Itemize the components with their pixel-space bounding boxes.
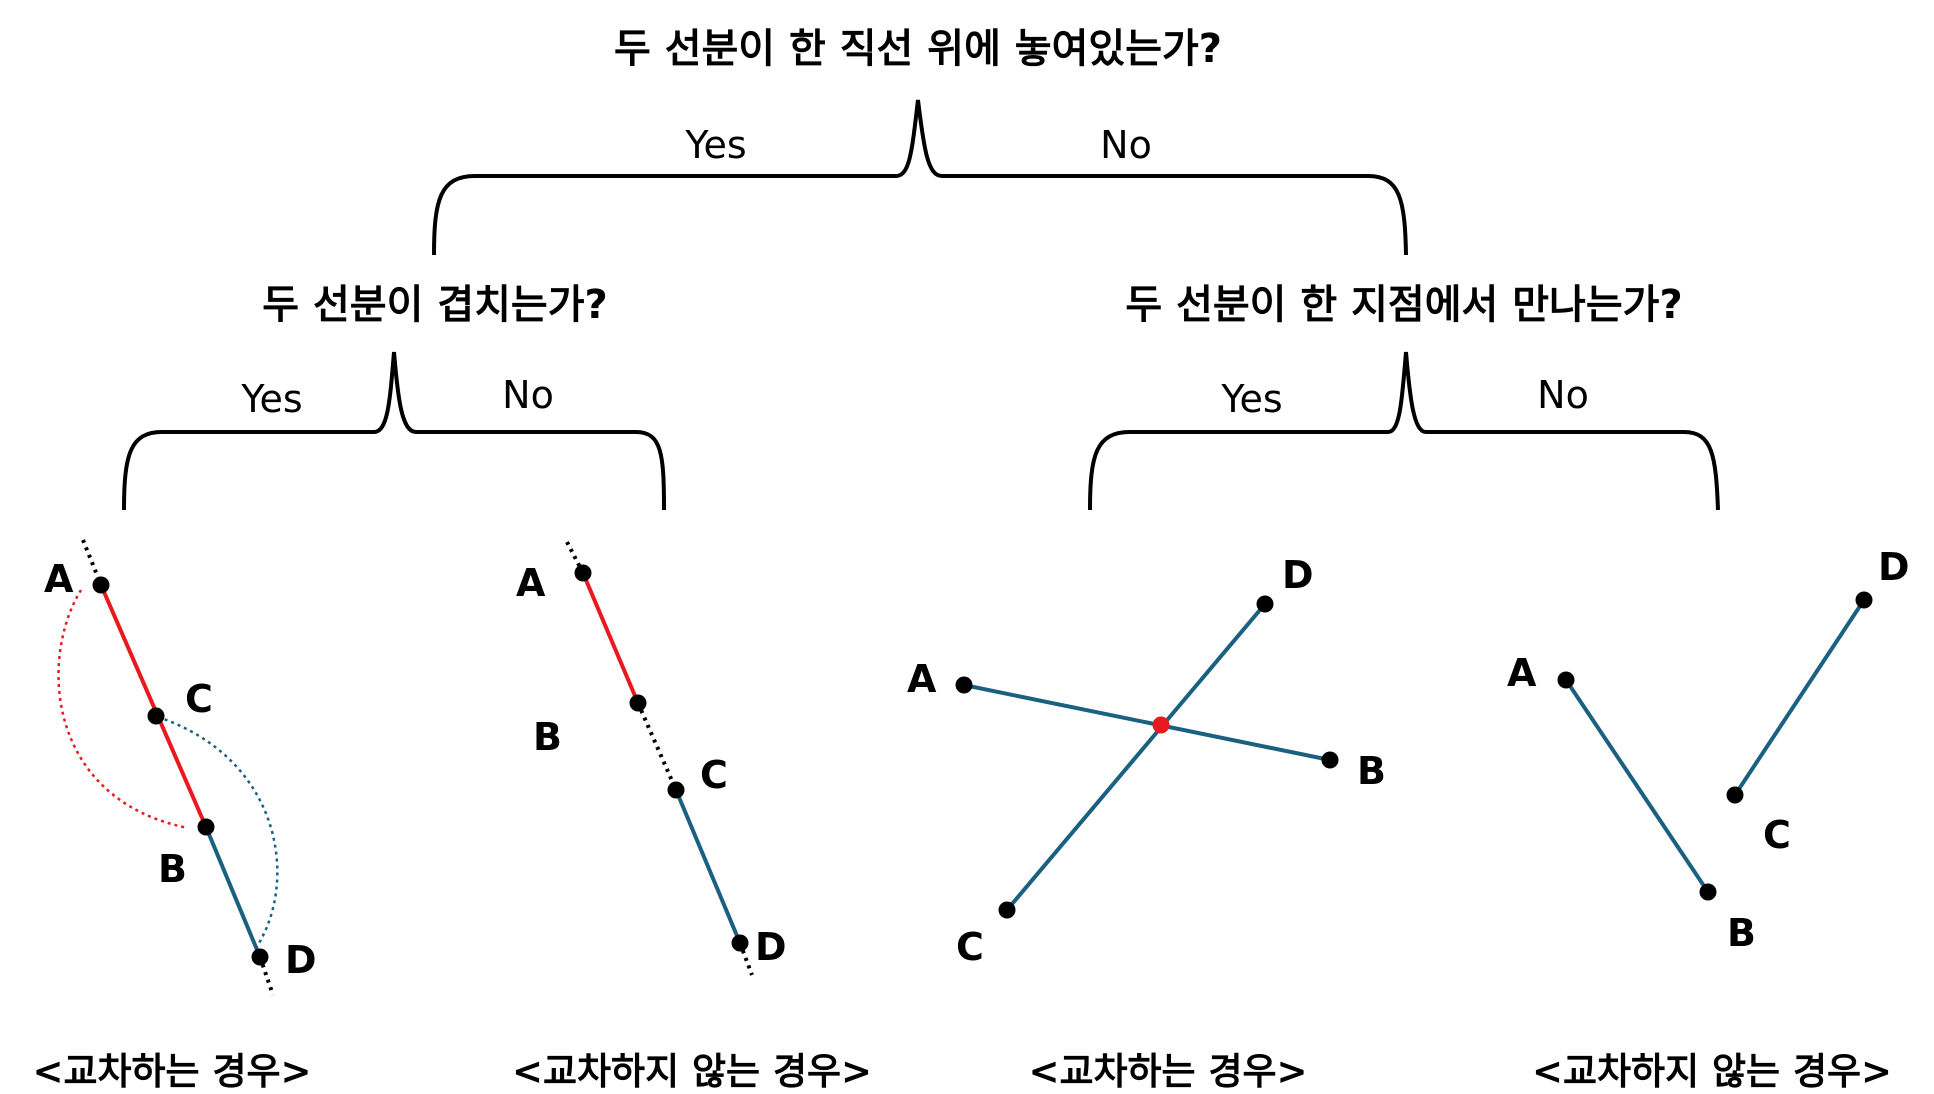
point-b — [197, 818, 215, 836]
arc-c-d — [157, 715, 279, 949]
segment-ab — [963, 683, 1331, 762]
label-c: C — [1763, 813, 1791, 857]
label-b: B — [533, 715, 562, 759]
point-d — [731, 934, 749, 952]
extension-line-top — [565, 541, 585, 574]
point-c — [667, 781, 685, 799]
case-crossing: A B C D <교차하는 경우> — [907, 553, 1386, 1093]
segment-ab — [99, 584, 208, 828]
label-d: D — [1282, 553, 1314, 597]
root-yes-label: Yes — [684, 123, 746, 167]
point-b — [1699, 883, 1717, 901]
case-non-crossing: A B C D <교차하지 않는 경우> — [1507, 545, 1910, 1093]
left-brace — [122, 351, 666, 511]
label-b: B — [1727, 911, 1756, 955]
segment-ab — [1564, 678, 1710, 894]
point-d — [251, 948, 269, 966]
intersection-point — [1152, 716, 1170, 734]
extension-line-middle — [636, 702, 678, 791]
point-b — [1321, 751, 1339, 769]
label-a: A — [1507, 651, 1537, 695]
point-b — [629, 694, 647, 712]
case-collinear-overlap: A C B D <교차하는 경우> — [32, 539, 317, 1093]
caption-no-intersect-2: <교차하지 않는 경우> — [1532, 1050, 1892, 1093]
extension-line-bottom — [738, 942, 754, 976]
label-b: B — [1357, 749, 1386, 793]
label-a: A — [516, 561, 546, 605]
arc-a-b — [57, 589, 189, 830]
root-no-label: No — [1100, 123, 1152, 167]
right-question: 두 선분이 한 지점에서 만나는가? — [1125, 282, 1682, 328]
label-c: C — [700, 753, 728, 797]
caption-no-intersect-1: <교차하지 않는 경우> — [512, 1050, 872, 1093]
point-a — [574, 564, 592, 582]
segment-cd — [674, 789, 742, 944]
point-a — [92, 576, 110, 594]
root-brace — [432, 99, 1408, 256]
caption-intersect-2: <교차하는 경우> — [1028, 1050, 1307, 1093]
label-a: A — [907, 657, 937, 701]
right-no-label: No — [1537, 373, 1589, 417]
label-d: D — [285, 938, 317, 982]
left-question: 두 선분이 겹치는가? — [262, 282, 607, 328]
right-brace — [1088, 351, 1720, 511]
root-question: 두 선분이 한 직선 위에 놓여있는가? — [614, 26, 1222, 72]
label-c: C — [185, 677, 213, 721]
point-a — [1557, 671, 1575, 689]
label-b: B — [158, 847, 187, 891]
point-c — [1726, 786, 1744, 804]
caption-intersect-1: <교차하는 경우> — [32, 1050, 311, 1093]
decision-tree: 두 선분이 한 직선 위에 놓여있는가? Yes No 두 선분이 겹치는가? … — [122, 26, 1720, 511]
point-c — [998, 901, 1016, 919]
label-d: D — [1878, 545, 1910, 589]
right-yes-label: Yes — [1220, 377, 1282, 421]
segment-cd — [1005, 602, 1267, 912]
point-a — [955, 676, 973, 694]
point-c — [147, 707, 165, 725]
label-d: D — [755, 925, 787, 969]
case-collinear-disjoint: A B C D <교차하지 않는 경우> — [512, 541, 872, 1093]
point-d — [1256, 595, 1274, 613]
label-c: C — [956, 925, 984, 969]
left-no-label: No — [502, 373, 554, 417]
segment-cd — [204, 826, 262, 958]
left-yes-label: Yes — [240, 377, 302, 421]
label-a: A — [44, 557, 74, 601]
segment-cd — [1733, 598, 1866, 797]
extension-line-bottom — [258, 956, 275, 996]
segment-ab — [581, 572, 640, 704]
point-d — [1855, 591, 1873, 609]
